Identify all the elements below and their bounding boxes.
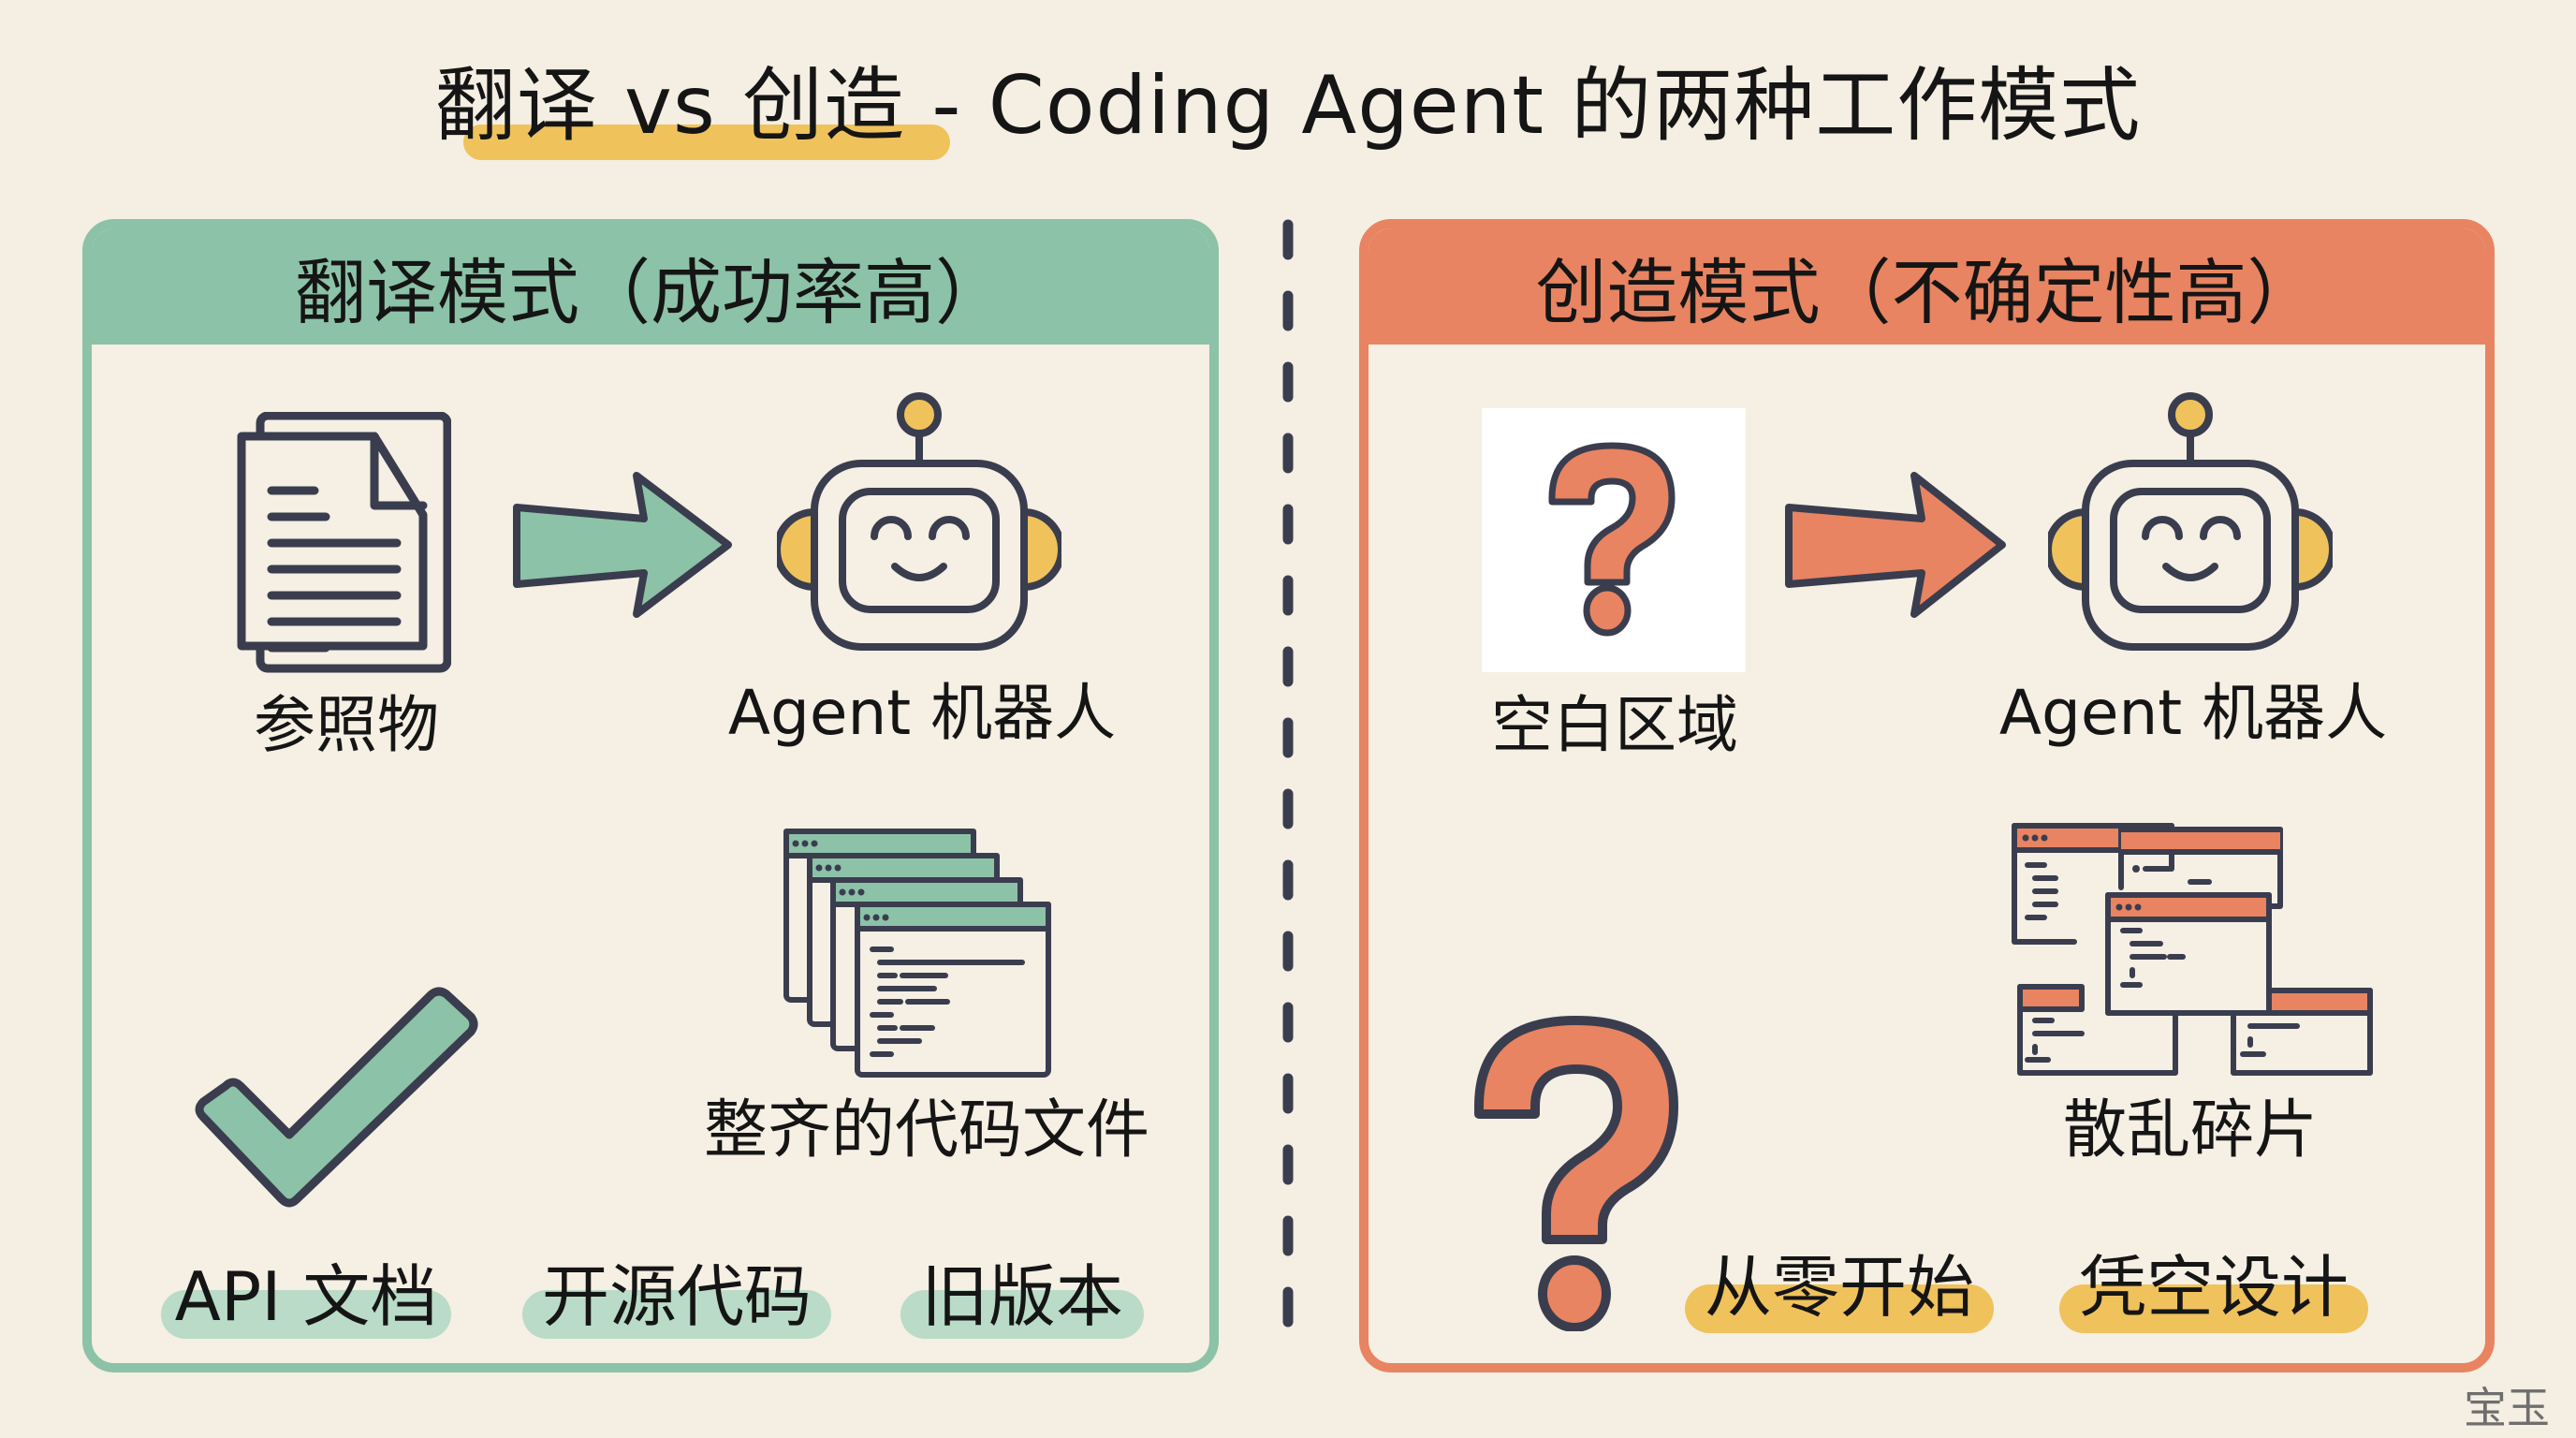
tag-highlight-open-source (522, 1290, 831, 1339)
large-question-mark-icon (1474, 1016, 1678, 1331)
fragments-label: 散乱碎片 (2062, 1093, 2318, 1167)
tag-open-source-code: 开源代码 (541, 1257, 812, 1336)
blank-area-label: 空白区域 (1491, 689, 1738, 761)
page-title: 翻译 vs 创造 - Coding Agent 的两种工作模式 (434, 59, 2142, 153)
title-highlight (463, 125, 950, 160)
checkmark-icon (195, 987, 478, 1208)
reference-label: 参照物 (254, 689, 439, 761)
tag-highlight-from-scratch (1685, 1284, 1994, 1333)
tag-design-from-nothing: 凭空设计 (2078, 1248, 2349, 1327)
tag-highlight-api-docs (161, 1290, 451, 1339)
dashed-divider (1282, 219, 1294, 1369)
tag-highlight-design-from-nothing (2059, 1284, 2368, 1333)
tag-from-scratch: 从零开始 (1704, 1248, 1974, 1327)
stacked-code-windows-icon (783, 829, 1051, 1078)
scattered-code-windows-icon (2012, 823, 2373, 1076)
document-icon (237, 412, 451, 673)
tag-old-version: 旧版本 (920, 1257, 1123, 1336)
translate-mode-header: 翻译模式（成功率高） (92, 228, 1209, 345)
code-files-label: 整齐的代码文件 (703, 1093, 1149, 1167)
tag-api-docs: API 文档 (174, 1257, 438, 1336)
robot-icon (2048, 392, 2333, 651)
create-mode-header: 创造模式（不确定性高） (1368, 228, 2485, 345)
arrow-right-icon (513, 472, 732, 618)
question-mark-icon (1548, 442, 1676, 637)
arrow-right-icon (1785, 472, 2006, 618)
robot-icon (777, 392, 1061, 651)
watermark: 宝玉 (2464, 1383, 2550, 1433)
tag-highlight-old-version (900, 1290, 1144, 1339)
agent-label-right: Agent 机器人 (1998, 677, 2388, 749)
agent-label-left: Agent 机器人 (727, 677, 1117, 749)
